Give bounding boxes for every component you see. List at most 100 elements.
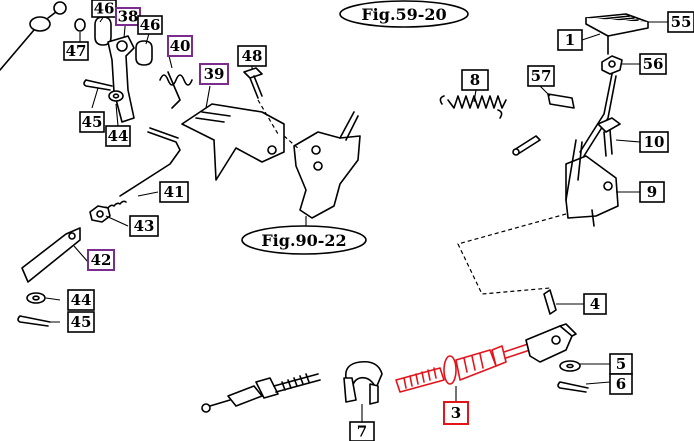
callout-box bbox=[167, 35, 193, 57]
fig-ref-mid-group[interactable]: Fig.90-22 bbox=[241, 225, 367, 255]
callout-number: 45 bbox=[71, 313, 92, 331]
cable-assembly-3 bbox=[201, 323, 589, 422]
cable-housing-threaded bbox=[395, 367, 445, 393]
fig-ref-top-oval bbox=[339, 0, 469, 28]
callout-c44b[interactable]: 44 bbox=[67, 289, 95, 311]
callout-number: 6 bbox=[616, 375, 626, 393]
bolt-10-shank bbox=[603, 129, 613, 157]
bolt-48-head bbox=[243, 67, 263, 79]
cable-left-rod bbox=[273, 373, 321, 393]
fig-ref-mid-label: Fig.90-22 bbox=[261, 231, 346, 250]
clamp-foot-right bbox=[369, 383, 379, 405]
cable-left-collar bbox=[255, 377, 279, 399]
lever-pivot bbox=[116, 40, 128, 52]
cable-inner-wire bbox=[503, 343, 531, 359]
bracket-hole bbox=[267, 145, 277, 155]
lever-stud bbox=[591, 209, 595, 227]
callout-c47[interactable]: 47 bbox=[63, 41, 89, 61]
callout-box bbox=[667, 11, 694, 33]
callout-number: 56 bbox=[643, 55, 664, 73]
callout-c1[interactable]: 1 bbox=[557, 29, 583, 51]
cotter-pin-45-lower bbox=[17, 315, 51, 327]
cable-left-sleeve bbox=[227, 385, 263, 407]
callout-c41[interactable]: 41 bbox=[159, 181, 189, 203]
callout-c3[interactable]: 3 bbox=[443, 401, 469, 425]
callout-c43[interactable]: 43 bbox=[129, 215, 159, 237]
callout-number: 55 bbox=[671, 13, 692, 31]
cable-housing-flange bbox=[443, 355, 457, 385]
pedal-arm bbox=[579, 73, 617, 157]
callout-c57[interactable]: 57 bbox=[527, 65, 555, 87]
control-cable-end bbox=[0, 29, 35, 71]
callout-box bbox=[557, 29, 583, 51]
callout-box bbox=[67, 311, 95, 333]
cable-left-tip bbox=[201, 403, 211, 413]
callout-box bbox=[79, 111, 105, 133]
lever-pivot-9 bbox=[603, 181, 613, 191]
plate-42 bbox=[21, 227, 81, 283]
callout-c56[interactable]: 56 bbox=[639, 53, 667, 75]
cotter-pin-6 bbox=[557, 381, 589, 393]
pin-57 bbox=[547, 93, 575, 109]
frame-reference-90-22 bbox=[283, 111, 361, 228]
cable-routing-path bbox=[457, 213, 567, 295]
link-rod-end bbox=[512, 148, 520, 156]
callout-box bbox=[639, 53, 667, 75]
cable-housing-collar bbox=[491, 345, 507, 367]
callout-c45b[interactable]: 45 bbox=[67, 311, 95, 333]
fig-ref-top-label: Fig.59-20 bbox=[361, 5, 446, 24]
fig-ref-top-group[interactable]: Fig.59-20 bbox=[339, 0, 469, 28]
frame-bracket bbox=[293, 131, 361, 219]
frame-bolt-2 bbox=[313, 161, 323, 171]
callout-c39[interactable]: 39 bbox=[199, 63, 229, 85]
cable-ferrule bbox=[29, 16, 51, 32]
callout-c10[interactable]: 10 bbox=[639, 131, 669, 153]
return-spring-8 bbox=[439, 95, 507, 119]
frame-guide bbox=[283, 135, 301, 151]
callout-c46b[interactable]: 46 bbox=[137, 15, 163, 35]
callout-c4[interactable]: 4 bbox=[583, 293, 607, 315]
callout-c38[interactable]: 38 bbox=[115, 7, 141, 26]
callout-number: 45 bbox=[82, 113, 103, 131]
nut-hole bbox=[96, 210, 104, 218]
callout-c9[interactable]: 9 bbox=[639, 181, 665, 203]
bushing-46-lower bbox=[135, 40, 153, 66]
bracket-39 bbox=[181, 103, 285, 181]
callout-c40[interactable]: 40 bbox=[167, 35, 193, 57]
callout-box bbox=[349, 421, 375, 441]
callout-c48[interactable]: 48 bbox=[237, 45, 267, 67]
callout-c5[interactable]: 5 bbox=[609, 353, 633, 375]
callout-c55[interactable]: 55 bbox=[667, 11, 694, 33]
callout-number: 4 bbox=[590, 295, 600, 313]
callout-c44a[interactable]: 44 bbox=[105, 125, 131, 147]
callout-c42[interactable]: 42 bbox=[87, 249, 115, 271]
callout-number: 44 bbox=[108, 127, 129, 145]
lever-arm-38 bbox=[107, 35, 135, 123]
callout-box bbox=[105, 125, 131, 147]
nut-56-hole bbox=[608, 60, 616, 68]
callout-box bbox=[583, 293, 607, 315]
callout-c45a[interactable]: 45 bbox=[79, 111, 105, 133]
washer-lower-hole bbox=[32, 295, 40, 301]
cotter-pin-45-upper bbox=[83, 79, 113, 91]
lever-arm-upper bbox=[565, 139, 583, 201]
callout-box bbox=[461, 69, 489, 91]
callout-c8[interactable]: 8 bbox=[461, 69, 489, 91]
callout-box bbox=[609, 373, 633, 395]
callout-box bbox=[159, 181, 189, 203]
cable-housing-ribs bbox=[463, 353, 484, 373]
callout-number: 47 bbox=[66, 42, 87, 60]
callout-c46a[interactable]: 46 bbox=[91, 0, 117, 18]
callout-c7[interactable]: 7 bbox=[349, 421, 375, 441]
callout-number: 46 bbox=[140, 16, 161, 34]
cable-housing-thread bbox=[403, 367, 437, 389]
callout-number: 46 bbox=[94, 0, 115, 18]
washer-hole bbox=[112, 93, 120, 99]
frame-bolt-1 bbox=[311, 145, 321, 155]
cable-tip bbox=[47, 11, 57, 19]
callout-c6[interactable]: 6 bbox=[609, 373, 633, 395]
callout-box bbox=[443, 401, 469, 425]
